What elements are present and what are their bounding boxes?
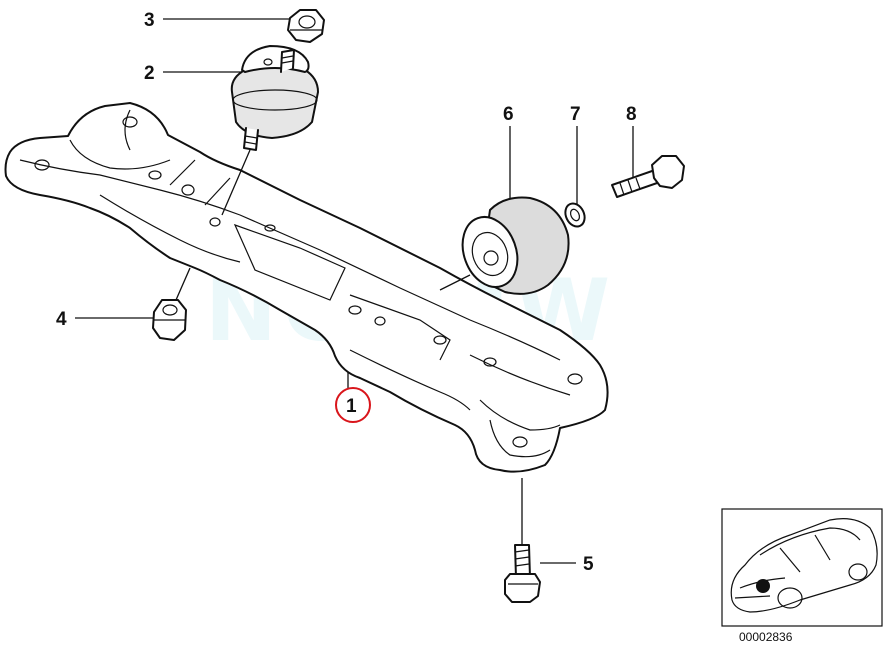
callout-6: 6	[503, 104, 514, 198]
callout-4: 4	[56, 309, 154, 330]
guide-line-nut	[175, 267, 191, 301]
guide-line-bushing	[439, 274, 471, 291]
callout-7-label: 7	[570, 104, 581, 125]
callout-7: 7	[570, 104, 581, 204]
inset-frame	[721, 508, 883, 627]
callout-1[interactable]: 1	[335, 372, 371, 423]
callout-3-label: 3	[144, 10, 155, 31]
location-marker	[756, 579, 770, 593]
transmission-crossmember[interactable]	[4, 102, 609, 473]
callout-2: 2	[144, 63, 242, 84]
car-outline-icon	[730, 518, 878, 613]
transmission-mount[interactable]	[230, 45, 319, 151]
vehicle-location-inset	[721, 508, 883, 627]
callout-8: 8	[626, 104, 637, 178]
callout-8-label: 8	[626, 104, 637, 125]
diagram-reference-number: 00002836	[739, 630, 793, 644]
callout-1-highlight-circle	[335, 387, 371, 423]
callout-6-label: 6	[503, 104, 514, 125]
hex-nut-left[interactable]	[152, 299, 187, 341]
callout-5-label: 5	[583, 554, 594, 575]
guide-line-mount	[221, 149, 251, 216]
hex-bolt-lower[interactable]	[504, 544, 541, 603]
rubber-bushing[interactable]	[453, 196, 570, 295]
hex-bolt-side[interactable]	[611, 155, 685, 198]
washer[interactable]	[562, 200, 588, 229]
callout-5: 5	[521, 478, 594, 575]
callout-2-label: 2	[144, 63, 155, 84]
callout-4-label: 4	[56, 309, 67, 330]
hex-nut-top[interactable]	[287, 9, 325, 43]
callout-3: 3	[144, 10, 290, 31]
callout-1-label: 1	[346, 396, 357, 417]
